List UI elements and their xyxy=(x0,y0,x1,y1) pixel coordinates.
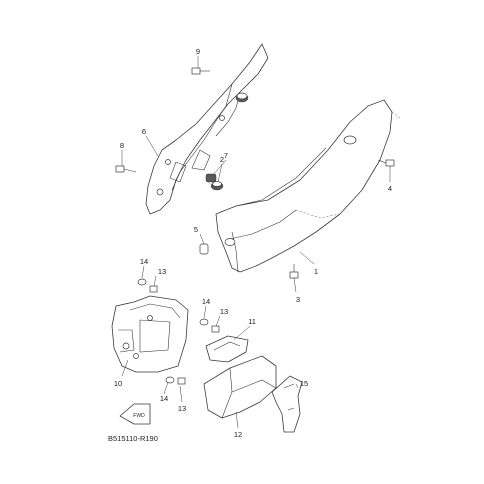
bolt-13-middle xyxy=(211,325,220,333)
drawing-code: B515110-R190 xyxy=(108,434,158,443)
callout-14-upper: 14 xyxy=(140,257,148,266)
collar-7 xyxy=(205,173,217,183)
callout-14-lower: 14 xyxy=(160,394,168,403)
callout-2: 2 xyxy=(220,155,224,164)
bolt-4 xyxy=(377,159,395,167)
callouts: 1 2 3 4 5 6 7 8 9 10 11 12 13 13 13 14 1… xyxy=(114,47,392,439)
bolt-3 xyxy=(289,264,299,279)
part-11-gasket xyxy=(205,335,249,363)
callout-4: 4 xyxy=(388,184,392,193)
callout-14-middle: 14 xyxy=(202,297,210,306)
callout-5: 5 xyxy=(194,225,198,234)
grommet-upper xyxy=(235,92,249,103)
callout-7: 7 xyxy=(224,151,228,160)
callout-11: 11 xyxy=(248,317,256,326)
callout-8: 8 xyxy=(120,141,124,150)
grommet-2 xyxy=(210,181,224,191)
callout-13-upper: 13 xyxy=(158,267,166,276)
part-6-bracket xyxy=(145,43,269,215)
callout-6: 6 xyxy=(142,127,146,136)
callout-1: 1 xyxy=(314,267,318,276)
callout-13-lower: 13 xyxy=(178,404,186,413)
part-1-side-cover xyxy=(215,99,401,273)
collar-5 xyxy=(199,243,209,255)
bolt-13-lower xyxy=(177,377,186,385)
part-12-cover xyxy=(203,355,277,419)
callout-12: 12 xyxy=(234,430,242,439)
callout-9: 9 xyxy=(196,47,200,56)
bolt-8 xyxy=(115,165,137,173)
callout-3: 3 xyxy=(296,295,300,304)
washer-14-upper xyxy=(137,278,147,286)
washer-14-middle xyxy=(199,318,209,326)
bolt-9 xyxy=(191,67,210,75)
part-10-box xyxy=(111,295,189,373)
callout-13-middle: 13 xyxy=(220,307,228,316)
fwd-arrow-icon: FWD xyxy=(119,403,151,425)
callout-15: 15 xyxy=(300,379,308,388)
fwd-label: FWD xyxy=(133,413,145,419)
callout-10: 10 xyxy=(114,379,122,388)
leader-lines xyxy=(121,56,391,429)
bolt-13-upper xyxy=(149,285,158,293)
part-15-strap xyxy=(271,375,303,433)
washer-14-lower xyxy=(165,376,175,384)
